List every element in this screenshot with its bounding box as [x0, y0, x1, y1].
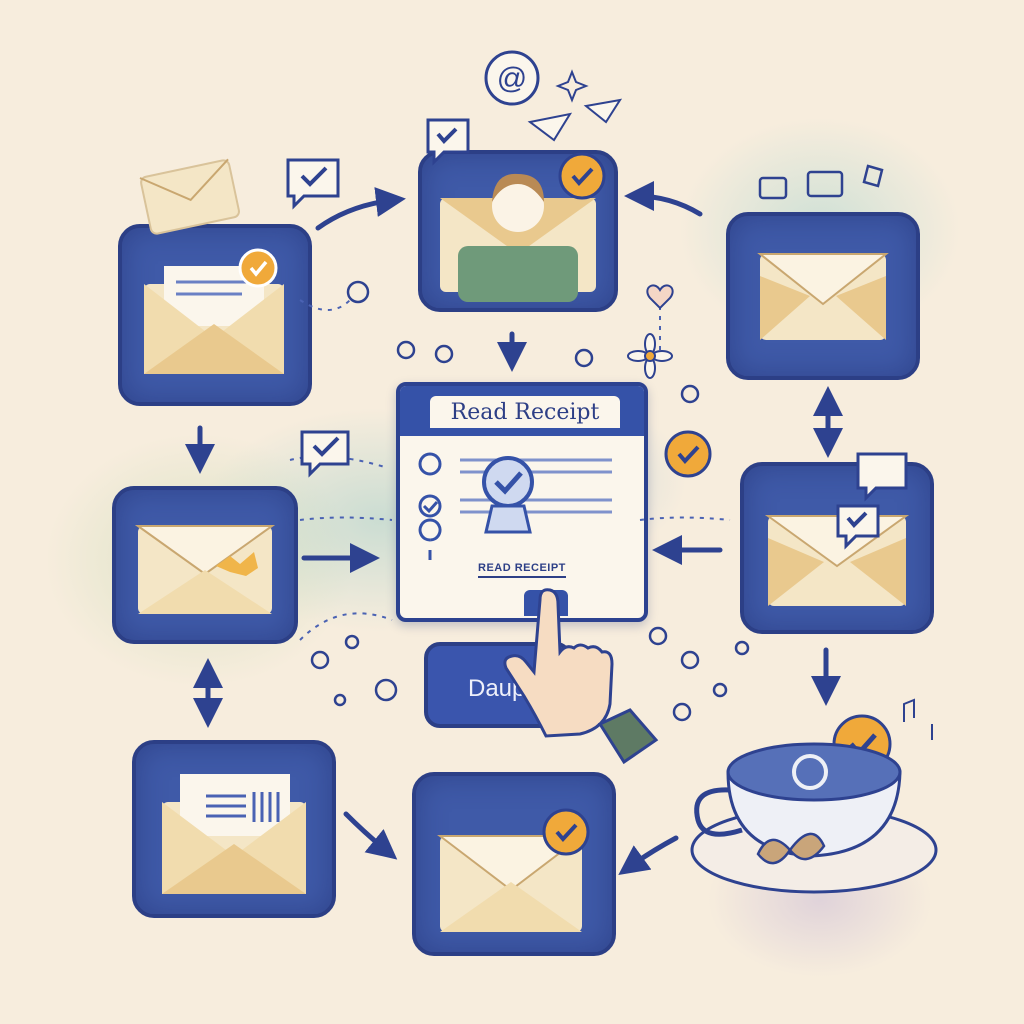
dialog-body-illustration	[418, 452, 612, 560]
envelope-with-letter-illustration	[144, 266, 284, 374]
tile-email-with-letter[interactable]	[118, 224, 312, 406]
envelope-torn-illustration	[134, 525, 276, 614]
dialog-title: Read Receipt	[430, 396, 620, 428]
tile-email-closed[interactable]	[726, 212, 920, 380]
dismiss-button[interactable]: Daupn	[424, 642, 572, 728]
tile-email-document[interactable]	[132, 740, 336, 918]
dialog-caption: READ RECEIPT	[478, 562, 566, 578]
envelope-confirmed-illustration	[437, 835, 585, 932]
read-receipt-dialog: Read Receipt READ RECEIPT	[396, 382, 648, 622]
envelope-document-illustration	[162, 774, 306, 894]
tile-email-torn[interactable]	[112, 486, 298, 644]
envelope-person-illustration	[440, 173, 596, 302]
dialog-header: Read Receipt	[400, 386, 644, 436]
tile-email-message[interactable]	[740, 462, 934, 634]
tile-recipient-person[interactable]	[418, 150, 618, 312]
envelope-closed-illustration	[757, 253, 889, 340]
dialog-confirm-button[interactable]	[524, 590, 568, 616]
envelope-message-illustration	[764, 515, 910, 606]
tile-email-confirmed[interactable]	[412, 772, 616, 956]
